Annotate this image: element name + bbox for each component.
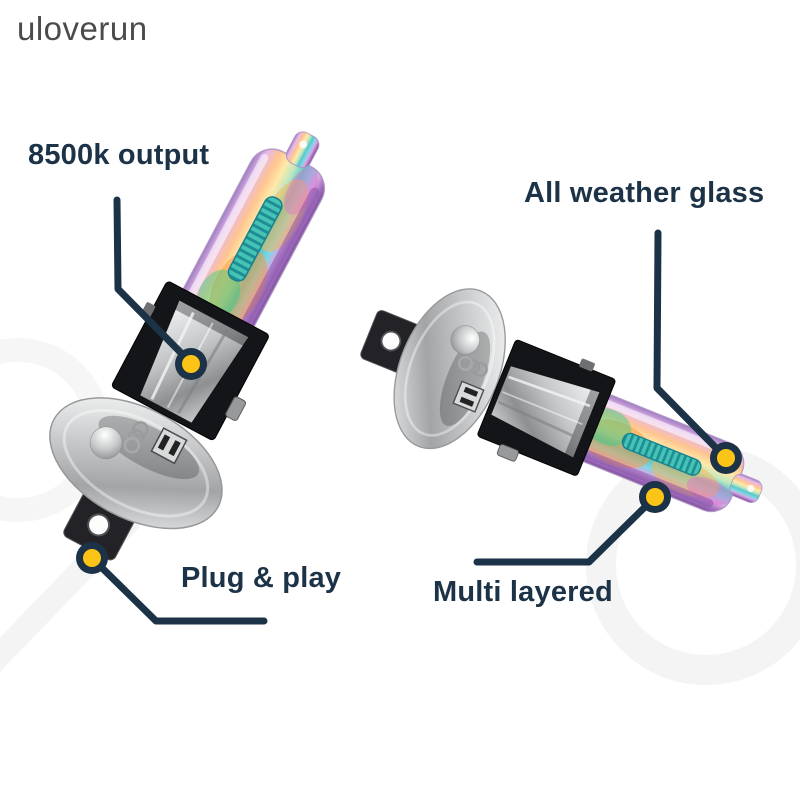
callout-dot-layered [639, 481, 671, 513]
callout-label-plug-and-play: Plug & play [181, 562, 342, 594]
callout-dot-weather [710, 442, 742, 474]
callout-line-output [113, 196, 192, 364]
callout-label-all-weather-glass: All weather glass [524, 177, 765, 209]
callout-dots [76, 348, 742, 574]
callout-line-plug [92, 558, 268, 625]
callout-dot-plug [76, 542, 108, 574]
callout-lines [92, 196, 724, 625]
callout-label-8500k-output: 8500k output [28, 139, 210, 171]
callout-line-weather [653, 229, 724, 456]
halogen-bulb-right [335, 256, 793, 574]
callout-dot-output [175, 348, 207, 380]
callout-label-multi-layered: Multi layered [433, 576, 613, 608]
callout-line-layered [473, 498, 654, 566]
watermark-text: uloverun [17, 10, 148, 47]
